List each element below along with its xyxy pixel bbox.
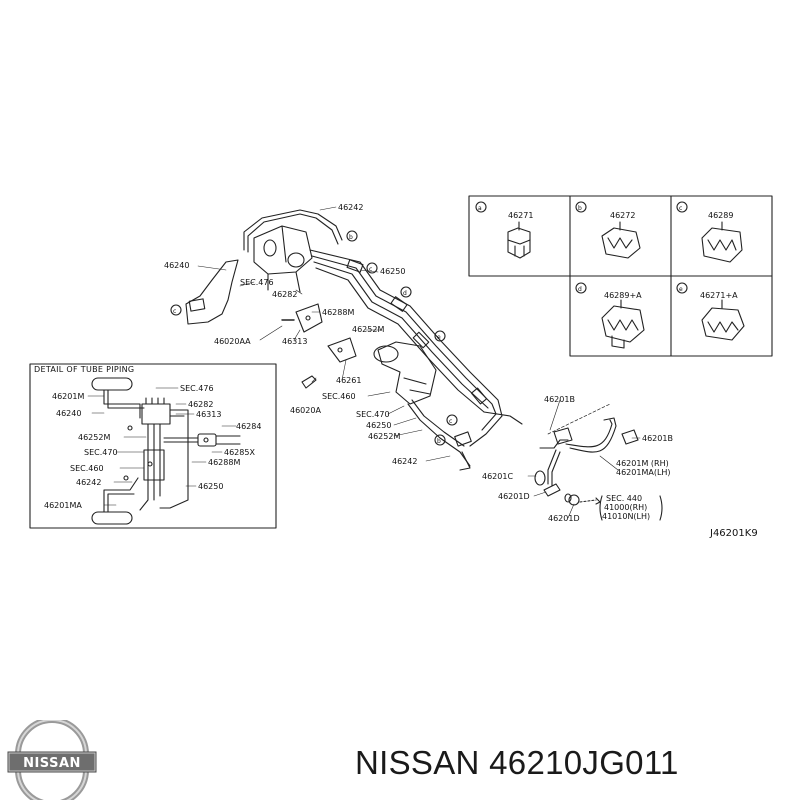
detail-label-46240: 46240 xyxy=(56,409,81,418)
master-cylinder xyxy=(377,341,437,405)
detail-title: DETAIL OF TUBE PIPING xyxy=(34,365,134,374)
main-assembly xyxy=(170,206,663,521)
detail-label-46201m: 46201M xyxy=(52,392,84,401)
clip-46272-drawing xyxy=(601,221,641,259)
marker-letter-b: b xyxy=(349,234,353,241)
label-46252m-b: 46252M xyxy=(368,432,400,441)
clip-key-d: d xyxy=(578,286,582,293)
nissan-logo: NISSAN xyxy=(7,720,97,800)
label-46020a: 46020A xyxy=(290,406,321,415)
detail-label-46313: 46313 xyxy=(196,410,221,419)
marker-letters: c b c d e c b xyxy=(173,234,452,445)
marker-d xyxy=(400,286,412,298)
label-sec440: SEC. 440 xyxy=(606,494,642,503)
label-46201b-right: 46201B xyxy=(642,434,673,443)
detail-label-46288m: 46288M xyxy=(208,458,240,467)
clip-marker-a xyxy=(475,201,487,213)
label-sec476: SEC.476 xyxy=(240,278,274,287)
detail-label-sec460: SEC.460 xyxy=(70,464,104,473)
label-46020aa: 46020AA xyxy=(214,337,251,346)
clip-key-e: e xyxy=(679,286,683,293)
label-46250-b: 46250 xyxy=(366,421,391,430)
abs-actuator xyxy=(253,225,313,275)
clip-label-46289a: 46289+A xyxy=(604,291,642,300)
clip-key-c: c xyxy=(679,205,682,212)
diagram-code: J46201K9 xyxy=(709,528,758,539)
nissan-logo-text: NISSAN xyxy=(23,756,81,771)
label-46282: 46282 xyxy=(272,290,297,299)
detail-label-46284: 46284 xyxy=(236,422,261,431)
label-sec470: SEC.470 xyxy=(356,410,390,419)
brake-hose xyxy=(565,419,613,448)
detail-label-46282: 46282 xyxy=(188,400,213,409)
marker-letter-c: c xyxy=(369,266,372,273)
clip-labels: 46271 46272 46289 46289+A 46271+A a b c … xyxy=(478,205,738,300)
label-46250: 46250 xyxy=(380,267,405,276)
part-number-caption: NISSAN 46210JG011 xyxy=(355,744,679,781)
clip-46271a-drawing xyxy=(701,299,745,341)
marker-letter-b-lower: b xyxy=(437,438,441,445)
label-41000rh: 41000(RH) xyxy=(604,503,647,512)
label-46201m-rh: 46201M (RH) xyxy=(616,459,669,468)
clip-key-b: b xyxy=(578,205,582,212)
label-46242-top: 46242 xyxy=(338,203,363,212)
marker-c-lower xyxy=(446,414,458,426)
detail-label-46250: 46250 xyxy=(198,482,223,491)
clip-label-46271: 46271 xyxy=(508,211,533,220)
detail-top-clip xyxy=(91,377,133,391)
clip-table xyxy=(468,195,773,357)
clip-marker-b xyxy=(575,201,587,213)
detail-label-46201ma: 46201MA xyxy=(44,501,82,510)
label-46240: 46240 xyxy=(164,261,189,270)
clip-label-46271a: 46271+A xyxy=(700,291,738,300)
marker-c-left xyxy=(170,304,182,316)
marker-b-lower xyxy=(434,434,446,446)
marker-letter-c-left: c xyxy=(173,308,176,315)
marker-e xyxy=(434,330,446,342)
detail-label-sec476: SEC.476 xyxy=(180,384,214,393)
label-46313: 46313 xyxy=(282,337,307,346)
label-46288m: 46288M xyxy=(322,308,354,317)
marker-letter-e: e xyxy=(437,334,441,341)
marker-b xyxy=(346,230,358,242)
label-46201d-b: 46201D xyxy=(548,514,580,523)
clip-46271-drawing xyxy=(507,221,531,259)
detail-label-46252m: 46252M xyxy=(78,433,110,442)
detail-label-sec470: SEC.470 xyxy=(84,448,118,457)
label-46201ma-lh: 46201MA(LH) xyxy=(616,468,671,477)
clip-marker-c xyxy=(676,201,688,213)
detail-label-46285x: 46285X xyxy=(224,448,255,457)
label-sec460: SEC.460 xyxy=(322,392,356,401)
clip-key-a: a xyxy=(478,205,482,212)
clip-46289-drawing xyxy=(701,221,743,263)
marker-c xyxy=(366,262,378,274)
label-46201d-a: 46201D xyxy=(498,492,530,501)
bracket-46240 xyxy=(185,259,239,325)
clip-marker-d xyxy=(575,282,587,294)
detail-labels: DETAIL OF TUBE PIPING 46201M 46240 46252… xyxy=(34,365,261,510)
label-46201b-top: 46201B xyxy=(544,395,575,404)
detail-label-46242: 46242 xyxy=(76,478,101,487)
marker-letter-d: d xyxy=(403,290,407,297)
clip-table-border xyxy=(468,195,773,277)
detail-box xyxy=(29,363,277,529)
clip-label-46289: 46289 xyxy=(708,211,733,220)
label-46242-bottom: 46242 xyxy=(392,457,417,466)
clip-label-46272: 46272 xyxy=(610,211,635,220)
label-41010nlh: 41010N(LH) xyxy=(602,512,650,521)
clip-46289a-drawing xyxy=(601,299,645,349)
main-labels: 46242 46240 SEC.476 46282 46288M 46020AA… xyxy=(164,203,758,539)
clip-marker-e xyxy=(676,282,688,294)
marker-letter-c-lower: c xyxy=(449,418,452,425)
label-46201c: 46201C xyxy=(482,472,513,481)
label-46252m-a: 46252M xyxy=(352,325,384,334)
detail-bottom-clip xyxy=(91,511,133,525)
label-46261: 46261 xyxy=(336,376,361,385)
